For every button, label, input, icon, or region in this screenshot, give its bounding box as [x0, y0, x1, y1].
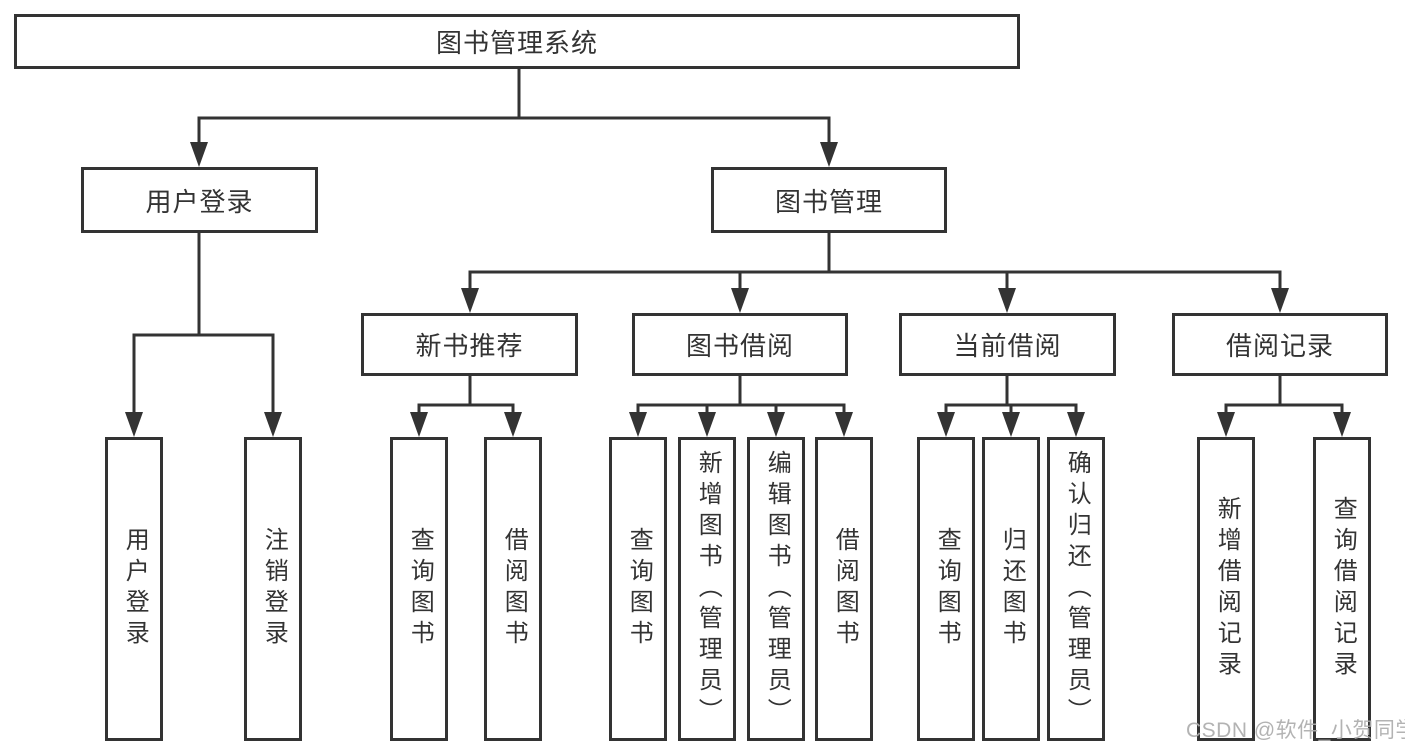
node-query-borrow-record: 查询借阅记录 [1313, 437, 1371, 741]
node-login-label: 用户登录 [121, 527, 149, 651]
node-borrowing-records: 借阅记录 [1172, 313, 1388, 376]
node-current-borrowing-label: 当前借阅 [953, 331, 1062, 361]
node-book-management: 图书管理 [711, 167, 947, 233]
node-borrow-books-borrow: 借阅图书 [815, 437, 873, 741]
node-confirm-return-admin: 确认归还（管理员） [1047, 437, 1105, 741]
node-user-login: 用户登录 [81, 167, 318, 233]
node-edit-books-admin-label: 编辑图书（管理员） [763, 449, 791, 729]
node-book-management-label: 图书管理 [774, 186, 883, 217]
node-query-books-current-label: 查询图书 [933, 527, 961, 651]
node-book-borrowing-label: 图书借阅 [685, 331, 794, 361]
node-borrowing-records-label: 借阅记录 [1225, 331, 1334, 361]
node-add-books-admin-label: 新增图书（管理员） [694, 449, 722, 729]
node-confirm-return-admin-label: 确认归还（管理员） [1063, 449, 1091, 729]
node-query-books-recommend-label: 查询图书 [406, 527, 434, 651]
node-borrow-books-borrow-label: 借阅图书 [831, 527, 859, 651]
node-library-system: 图书管理系统 [14, 14, 1020, 69]
node-query-books-recommend: 查询图书 [390, 437, 448, 741]
node-library-system-label: 图书管理系统 [435, 28, 598, 58]
node-new-book-recommend: 新书推荐 [361, 313, 578, 376]
node-borrow-books-recommend: 借阅图书 [484, 437, 542, 741]
node-current-borrowing: 当前借阅 [899, 313, 1116, 376]
node-book-borrowing: 图书借阅 [632, 313, 848, 376]
node-edit-books-admin: 编辑图书（管理员） [747, 437, 805, 741]
csdn-watermark: CSDN @软件_小贺同学 [1186, 719, 1405, 742]
node-login: 用户登录 [105, 437, 163, 741]
node-query-books-current: 查询图书 [917, 437, 975, 741]
node-query-books-borrow-label: 查询图书 [625, 527, 653, 651]
node-query-books-borrow: 查询图书 [609, 437, 667, 741]
node-add-borrow-record: 新增借阅记录 [1197, 437, 1255, 741]
node-return-books: 归还图书 [982, 437, 1040, 741]
node-new-book-recommend-label: 新书推荐 [415, 331, 524, 361]
node-logout: 注销登录 [244, 437, 302, 741]
node-borrow-books-recommend-label: 借阅图书 [500, 527, 528, 651]
node-return-books-label: 归还图书 [998, 527, 1026, 651]
node-add-books-admin: 新增图书（管理员） [678, 437, 736, 741]
node-query-borrow-record-label: 查询借阅记录 [1329, 496, 1357, 682]
node-add-borrow-record-label: 新增借阅记录 [1213, 496, 1241, 682]
node-user-login-label: 用户登录 [145, 186, 254, 217]
node-logout-label: 注销登录 [260, 527, 288, 651]
